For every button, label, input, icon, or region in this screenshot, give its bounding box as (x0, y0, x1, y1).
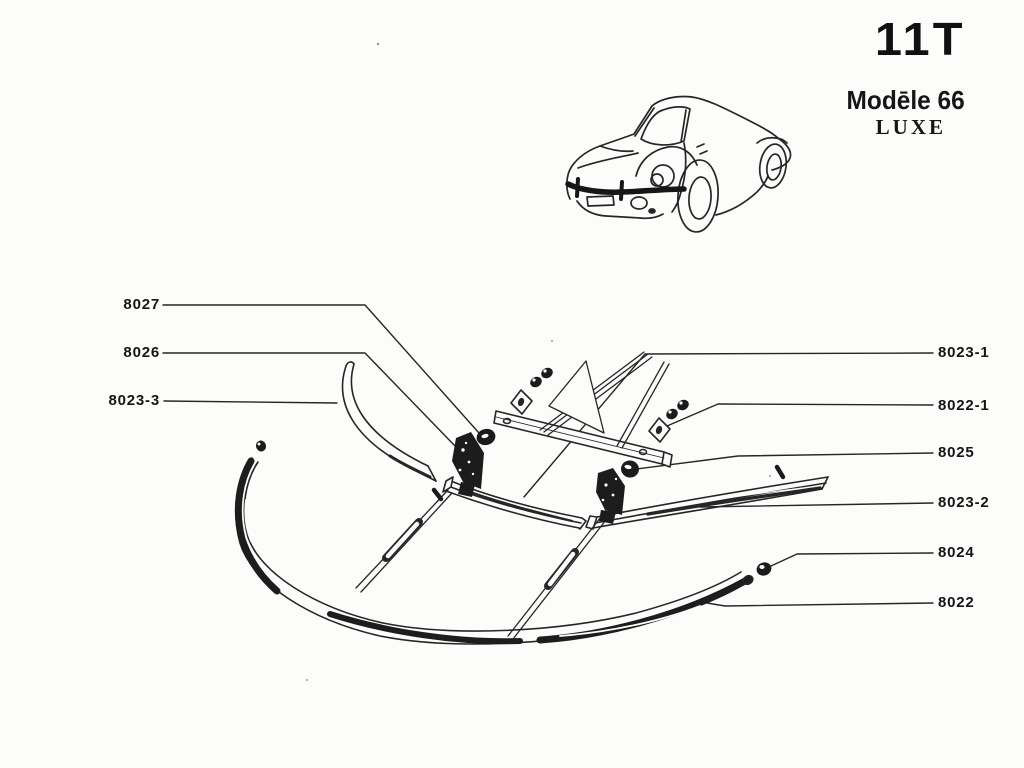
section-code: 11T (875, 13, 966, 65)
bumper-brace-right (507, 507, 614, 640)
part-mount-plates (510, 367, 689, 443)
part-label-8023-2: 8023-2 (938, 494, 990, 511)
part-label-8027: 8027 (123, 296, 160, 313)
leader-8025 (628, 452, 934, 471)
trim-level: LUXE (875, 115, 946, 139)
car-illustration (565, 95, 792, 233)
part-label-8022: 8022 (938, 594, 975, 611)
part-bracket-right (596, 468, 625, 524)
part-label-8023-1: 8023-1 (938, 344, 990, 361)
leader-8024 (770, 552, 934, 567)
part-armature-crossbar (493, 410, 673, 468)
leader-8022-1 (659, 403, 934, 430)
car-front-bumper-highlight (565, 177, 687, 201)
scan-specks (306, 42, 771, 681)
part-small-bolts (255, 440, 786, 502)
leader-8022 (706, 602, 934, 607)
part-bumper-blade (234, 457, 754, 645)
model-name: Modēle 66 (846, 85, 965, 115)
part-label-8022-1: 8022-1 (938, 397, 990, 414)
leader-8023-3 (163, 400, 338, 404)
part-label-8023-3: 8023-3 (108, 392, 160, 409)
bumper-brace-left (355, 489, 453, 593)
part-label-8026: 8026 (123, 344, 160, 361)
part-bracket-left (452, 432, 484, 497)
part-label-8024: 8024 (938, 544, 975, 561)
leader-8023-2 (699, 502, 934, 508)
part-label-8025: 8025 (938, 444, 975, 461)
part-trim-strip-left (341, 361, 437, 482)
part-grommet-right (621, 460, 639, 478)
part-stay-rods (539, 351, 670, 449)
leader-8023-1 (523, 352, 934, 498)
part-end-cap (756, 562, 772, 576)
leader-8026 (162, 352, 457, 448)
part-grommet-left (476, 428, 496, 446)
leader-8027 (162, 304, 480, 434)
leader-lines (162, 304, 934, 607)
